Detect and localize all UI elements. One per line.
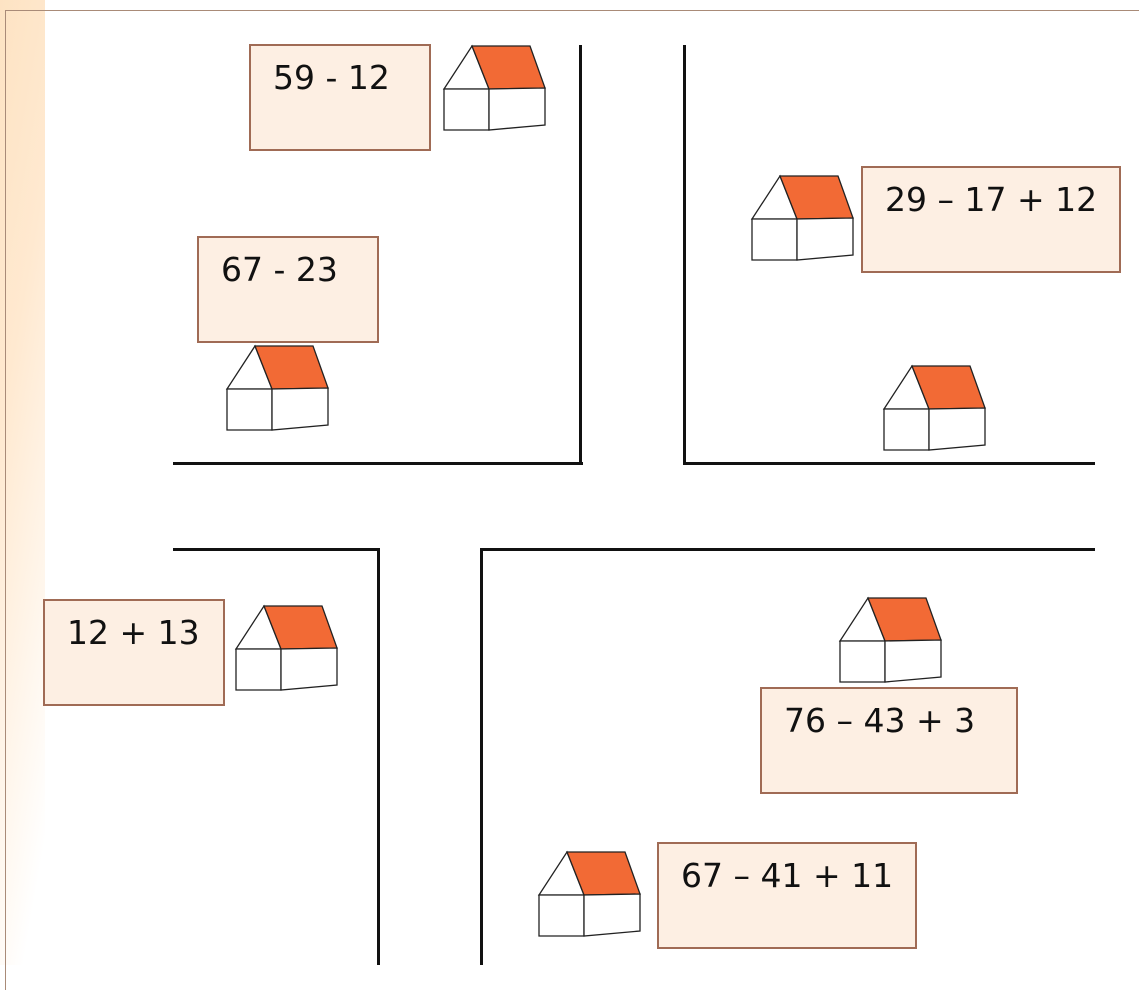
house-icon[interactable] — [838, 593, 944, 683]
expression-card: 76 – 43 + 3 — [760, 687, 1018, 794]
road-line — [683, 462, 1095, 465]
expression-card: 67 – 41 + 11 — [657, 842, 917, 949]
house-icon[interactable] — [537, 847, 643, 937]
expression-text: 67 – 41 + 11 — [681, 856, 894, 895]
expression-text: 59 - 12 — [273, 58, 390, 97]
expression-card: 67 - 23 — [197, 236, 379, 343]
house-icon[interactable] — [882, 361, 988, 451]
expression-card: 29 – 17 + 12 — [861, 166, 1121, 273]
road-line — [480, 548, 483, 965]
page-frame — [5, 10, 1139, 990]
house-icon[interactable] — [234, 601, 340, 691]
house-icon[interactable] — [750, 171, 856, 261]
expression-card: 12 + 13 — [43, 599, 225, 706]
road-line — [377, 548, 380, 965]
expression-text: 76 – 43 + 3 — [784, 701, 976, 740]
expression-text: 29 – 17 + 12 — [885, 180, 1098, 219]
road-line — [173, 548, 380, 551]
road-line — [579, 45, 582, 465]
decorative-stripe — [0, 0, 45, 965]
road-line — [173, 462, 583, 465]
house-icon[interactable] — [442, 41, 548, 131]
expression-text: 67 - 23 — [221, 250, 338, 289]
house-icon[interactable] — [225, 341, 331, 431]
road-line — [480, 548, 1095, 551]
expression-card: 59 - 12 — [249, 44, 431, 151]
road-line — [683, 45, 686, 465]
expression-text: 12 + 13 — [67, 613, 200, 652]
